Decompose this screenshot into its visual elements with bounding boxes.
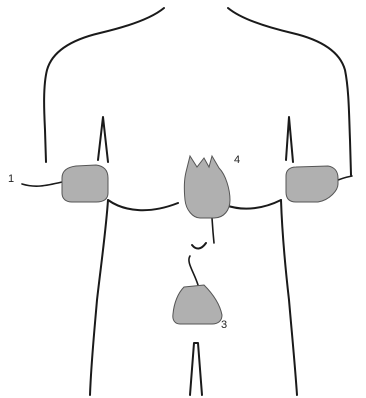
left-shoulder-line: [44, 8, 164, 162]
electrode-pad-right: [286, 166, 338, 202]
electrode-1: [62, 165, 108, 202]
electrode-label-3: 3: [221, 319, 227, 331]
lead-wire-4: [212, 218, 214, 243]
electrode-label-4: 4: [234, 154, 240, 166]
electrode-right: [286, 166, 338, 202]
electrode-4: [184, 156, 230, 218]
lead-wire-1: [22, 182, 62, 186]
electrode-pad-3: [173, 285, 222, 324]
right-flank-line: [281, 200, 297, 395]
left-flank-line: [90, 200, 108, 395]
lead-wire-3: [189, 256, 198, 285]
chest-curve: [108, 200, 178, 210]
chest-curve-right: [225, 200, 281, 209]
electrode-pad-1: [62, 165, 108, 202]
left-armpit-line: [98, 117, 108, 162]
navel-mark: [192, 243, 206, 249]
right-shoulder-line: [228, 8, 351, 175]
electrode-pad-4: [184, 156, 230, 218]
electrode-3: [173, 285, 222, 324]
right-armpit-line: [286, 117, 293, 162]
electrode-label-1: 1: [8, 173, 14, 185]
groin-line: [190, 343, 202, 395]
